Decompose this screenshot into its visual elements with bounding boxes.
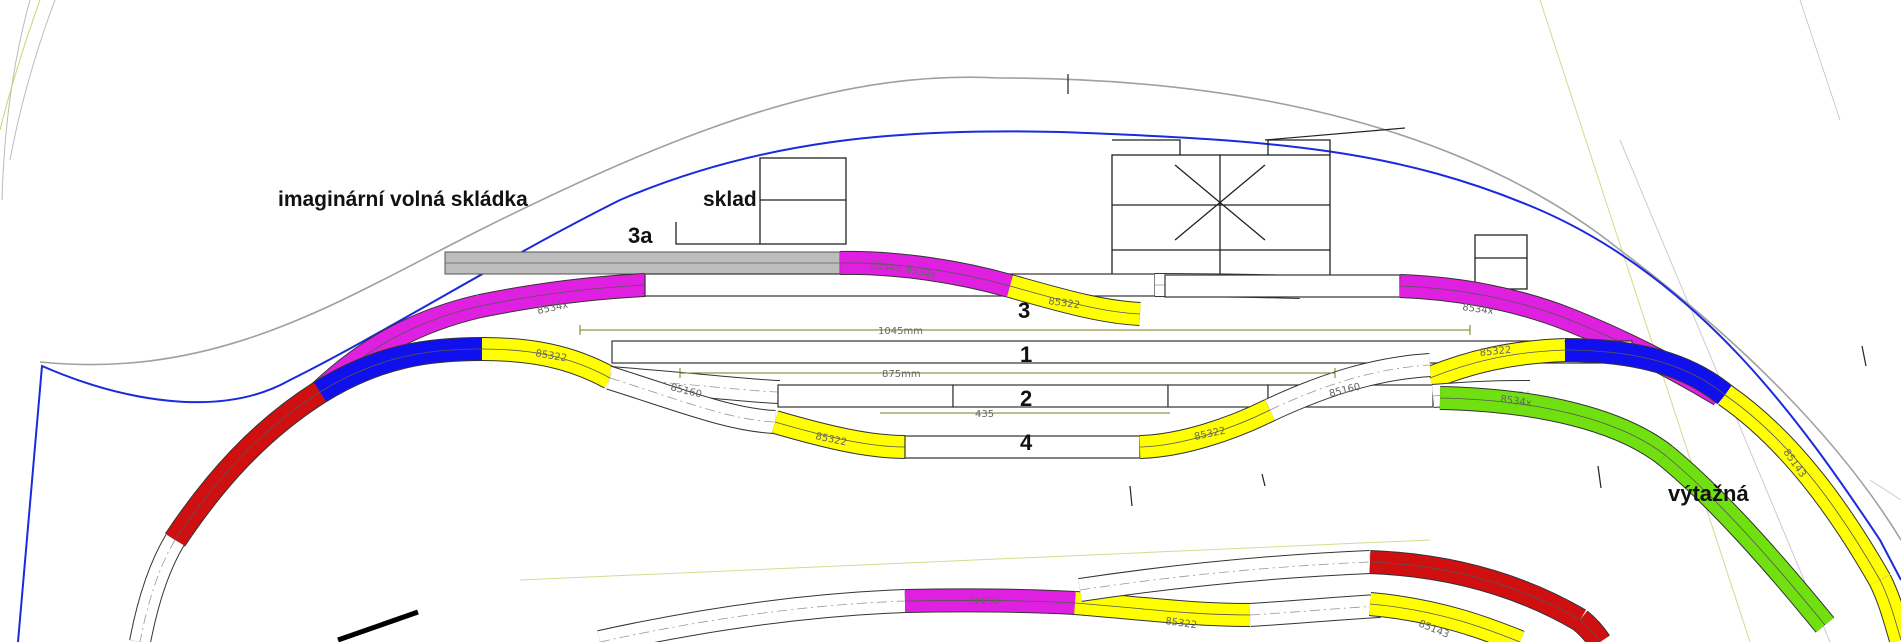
track-centreline (904, 600, 1076, 604)
track-2-length: 435 (975, 409, 994, 420)
siding-3a (444, 251, 841, 275)
track-plate (314, 338, 483, 402)
track-centreline (481, 348, 611, 379)
part-tag: 8534x (1500, 394, 1533, 409)
track-centreline (1439, 397, 1666, 456)
track-plate (1870, 575, 1901, 642)
part-tag: 85322 (1479, 345, 1512, 359)
track-centreline (1074, 602, 1251, 616)
track-centreline (174, 391, 321, 541)
track-centreline (1579, 619, 1601, 642)
part-tag: 85322 (534, 348, 567, 364)
track-plate (130, 534, 184, 642)
track-centreline (839, 262, 1011, 287)
track-3-label: 3 (1018, 298, 1030, 323)
part-tag: 8534x (870, 260, 903, 275)
track-centreline (1009, 285, 1141, 315)
dimension-lines (579, 325, 1471, 414)
track-centreline (1369, 603, 1521, 642)
track-centreline (1249, 605, 1381, 616)
headshunt-label: výtažná (1668, 481, 1749, 506)
straight-track-plate (1164, 274, 1401, 298)
track-centreline (1429, 349, 1566, 379)
track-centreline (774, 421, 906, 448)
road-line (1264, 127, 1406, 141)
track-centreline (139, 539, 176, 642)
straight-track-plate (952, 384, 1169, 408)
bottom-left-rod (337, 609, 419, 642)
track-centreline (599, 600, 906, 642)
track-centreline (319, 348, 483, 393)
track-centreline (1369, 561, 1581, 621)
straight-track-plate (1167, 384, 1269, 408)
track-centreline (609, 377, 776, 423)
warehouse-building (675, 157, 847, 245)
track-3-length: 1045mm (878, 326, 923, 337)
boundary-line (17, 130, 1901, 642)
track-centreline (1269, 364, 1431, 411)
part-tag: 85342 (968, 594, 1000, 605)
track-centreline (1399, 285, 1571, 321)
track-plate (1139, 400, 1275, 458)
track-centreline (479, 284, 646, 307)
track-plate (1564, 339, 1733, 404)
track-centreline (609, 377, 781, 393)
track-2-label: 2 (1020, 386, 1032, 411)
track-centreline (1139, 409, 1271, 448)
track-centreline (1724, 394, 1881, 581)
station-building (1111, 139, 1331, 286)
terrain-edge-line (39, 76, 1901, 541)
track-1-length: 875mm (882, 369, 921, 380)
part-tag: 85322 (1165, 616, 1198, 631)
track-centreline (1664, 454, 1826, 626)
part-tag: 8534x (1462, 302, 1495, 317)
part-tag: 85322 (1048, 296, 1081, 311)
track-plate (597, 590, 906, 642)
track-centreline (1879, 579, 1901, 641)
track-4-label: 4 (1020, 430, 1033, 455)
small-shed (1474, 234, 1528, 290)
track-1-label: 1 (1020, 342, 1032, 367)
misc-marks (1067, 74, 1867, 507)
storage-area-label: imaginární volná skládka (278, 188, 528, 211)
track-plate (1439, 387, 1672, 464)
track-centreline (1079, 561, 1371, 591)
track-centreline (1564, 349, 1726, 396)
straight-track-plate (777, 384, 954, 408)
track-3a-label: 3a (628, 223, 653, 248)
warehouse-label: sklad (703, 188, 757, 211)
track-segments (129, 250, 1901, 642)
